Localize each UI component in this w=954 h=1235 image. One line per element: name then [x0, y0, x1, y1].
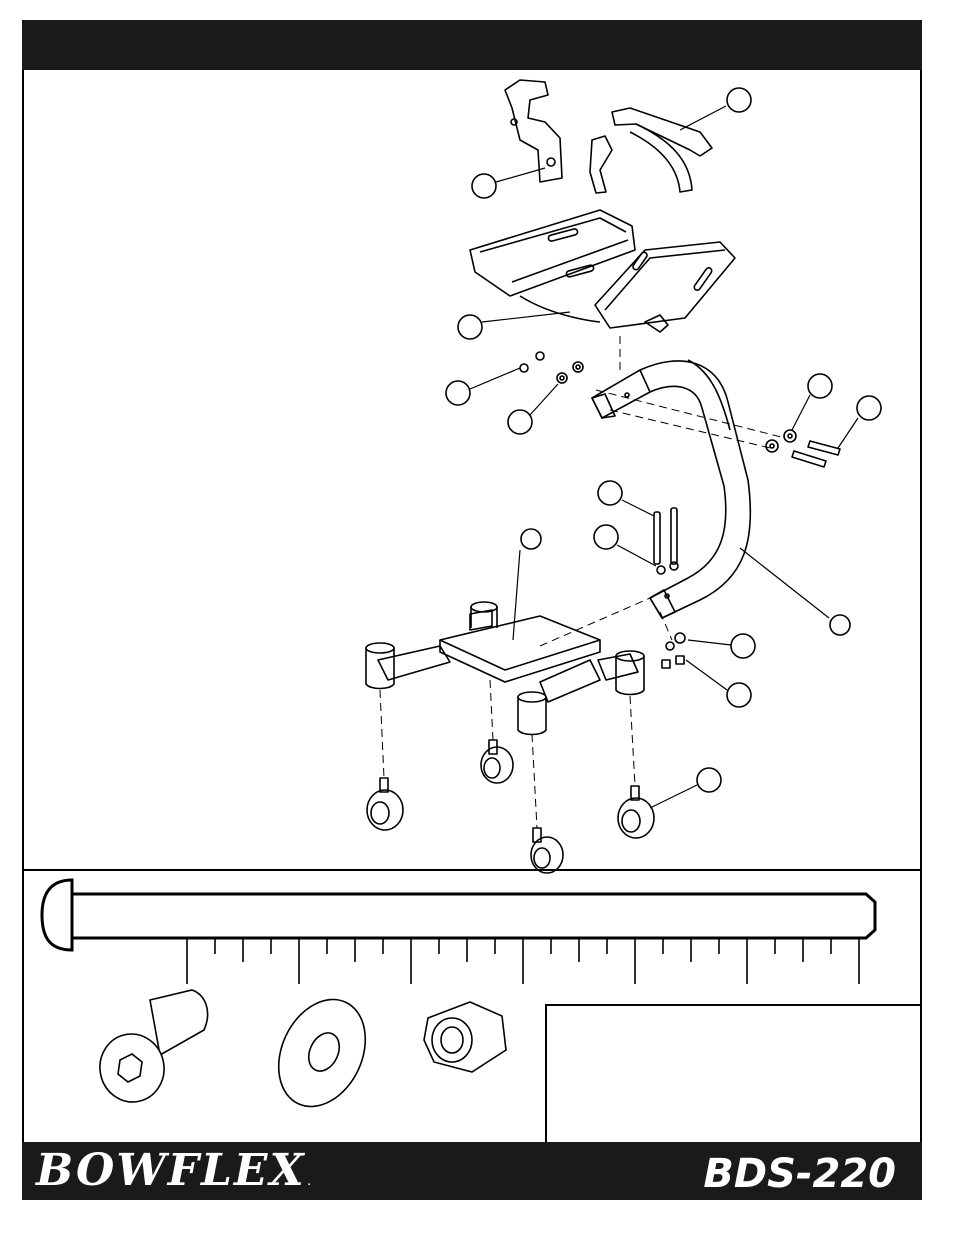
model-number: BDS-220: [703, 1151, 896, 1197]
hardware-icons: [95, 985, 506, 1120]
callout-circles: [446, 88, 881, 792]
trademark-mark: .: [308, 1178, 311, 1188]
flat-washer-icon: [262, 985, 382, 1120]
bracket-part: [505, 80, 562, 182]
callout-washer-left: [508, 410, 532, 434]
hardware-notes-box: [545, 1004, 922, 1142]
scale-bolt: [42, 880, 875, 950]
callout-caster: [697, 768, 721, 792]
callout-washer-bottom: [731, 634, 755, 658]
hex-nut-icon: [424, 1002, 506, 1072]
casters: [367, 740, 654, 873]
section-divider: [22, 869, 922, 871]
base-part: [366, 602, 644, 735]
strap-part: [590, 108, 712, 193]
callout-tray: [458, 315, 482, 339]
callout-upright: [830, 615, 850, 635]
scale-ruler: [187, 938, 859, 984]
callout-washer-vertical: [594, 525, 618, 549]
callout-base: [521, 529, 541, 549]
callout-bolt-vertical: [598, 481, 622, 505]
socket-head-bolt-icon: [95, 990, 208, 1107]
side-hardware: [520, 352, 840, 467]
callout-nut-bottom: [727, 683, 751, 707]
brand-name: BOWFLEX: [36, 1145, 306, 1196]
brand-logo: BOWFLEX.: [36, 1145, 311, 1196]
callout-bolt-right: [857, 396, 881, 420]
callout-bracket: [472, 174, 496, 198]
tray-part: [470, 210, 735, 332]
callout-nut-left: [446, 381, 470, 405]
callout-strap: [727, 88, 751, 112]
leader-lines: [470, 106, 858, 808]
callout-washer-right: [808, 374, 832, 398]
